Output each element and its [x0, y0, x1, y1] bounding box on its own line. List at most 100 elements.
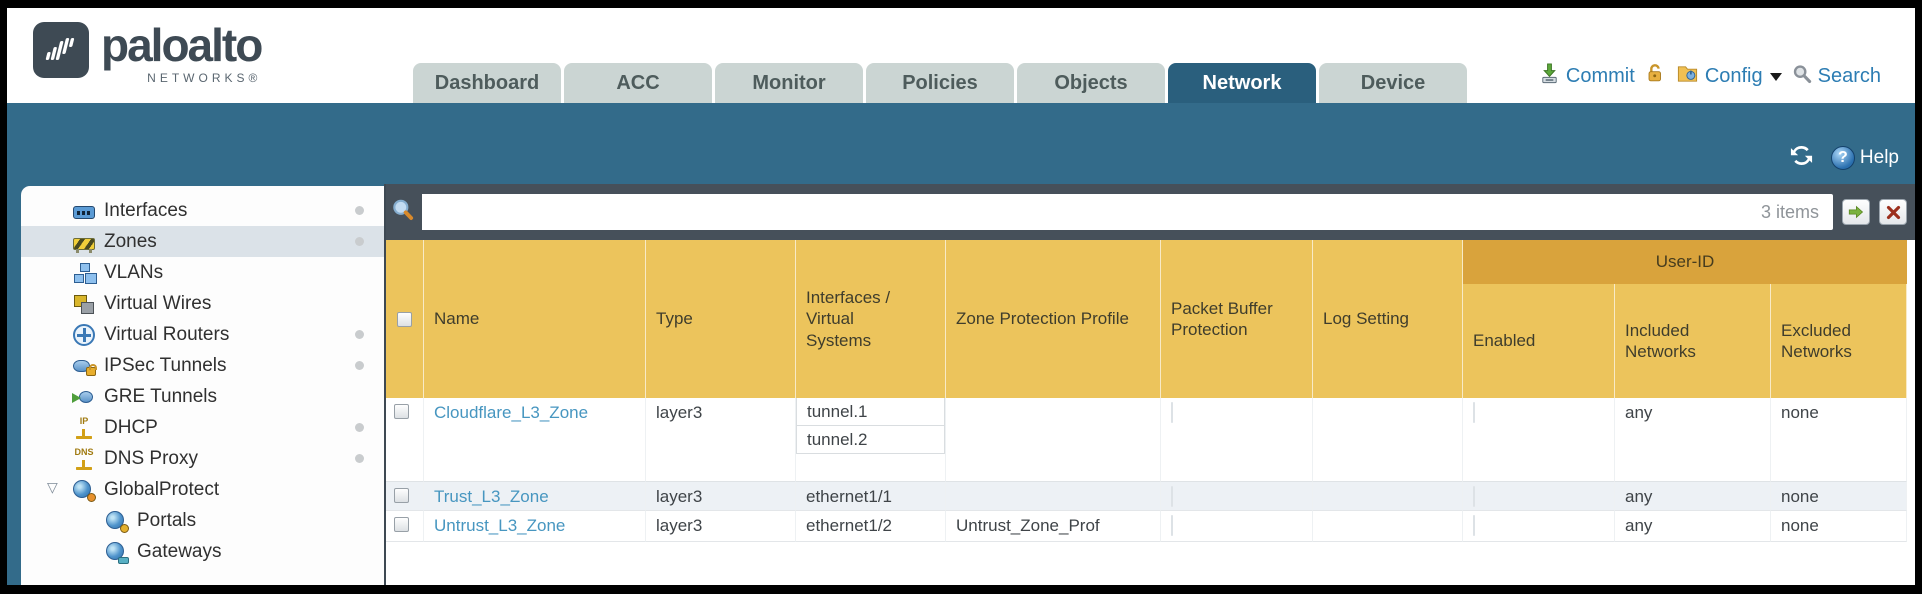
item-dot [355, 361, 364, 370]
search-input-wrap: 3 items [422, 194, 1833, 230]
tab-monitor[interactable]: Monitor [715, 63, 863, 103]
col-packet-buffer-protection[interactable]: Packet Buffer Protection [1161, 240, 1313, 398]
expand-triangle-icon[interactable]: ▽ [47, 479, 58, 495]
brand-networks: NETWORKS® [147, 71, 262, 85]
tab-dashboard[interactable]: Dashboard [413, 63, 561, 103]
zone-name-link[interactable]: Untrust_L3_Zone [434, 516, 566, 535]
col-type[interactable]: Type [646, 240, 796, 398]
zone-name-link[interactable]: Trust_L3_Zone [434, 487, 549, 506]
sidebar-item-virtual-routers[interactable]: Virtual Routers [21, 319, 384, 350]
dns-proxy-icon: DNS [73, 447, 95, 470]
zone-name-link[interactable]: Cloudflare_L3_Zone [434, 403, 589, 422]
sidebar-item-dns-proxy[interactable]: DNS DNS Proxy [21, 443, 384, 474]
sidebar-item-globalprotect[interactable]: ▽ GlobalProtect [47, 478, 220, 502]
user-id-group-header: User-ID [1463, 240, 1907, 284]
help-button[interactable]: ? Help [1830, 146, 1899, 170]
virtual-routers-icon [73, 323, 95, 346]
config-button[interactable]: Config [1675, 62, 1782, 91]
included-networks-cell: any [1615, 511, 1771, 542]
col-log-setting[interactable]: Log Setting [1313, 240, 1463, 398]
item-dot [355, 454, 364, 463]
table-row: Untrust_L3_Zone layer3 ethernet1/2 Untru… [386, 511, 1907, 542]
log-setting-cell [1313, 482, 1463, 511]
filter-toolbar: 3 items [386, 184, 1915, 240]
sidebar-item-interfaces[interactable]: Interfaces [21, 195, 384, 226]
tab-network[interactable]: Network [1168, 63, 1316, 103]
main-tabs: Dashboard ACC Monitor Policies Objects N… [413, 63, 1467, 103]
sidebar-item-ipsec-tunnels[interactable]: IPSec Tunnels [21, 350, 384, 381]
col-included-networks[interactable]: Included Networks [1615, 284, 1771, 398]
excluded-networks-cell: none [1771, 511, 1907, 542]
packet-buffer-cell [1161, 511, 1313, 542]
zone-protection-cell [946, 398, 1161, 482]
row-checkbox[interactable] [394, 404, 409, 419]
sidebar-item-zones[interactable]: Zones [21, 226, 384, 257]
packet-buffer-checkbox[interactable] [1171, 402, 1173, 423]
refresh-button[interactable] [1788, 142, 1815, 174]
sidebar-item-virtual-wires[interactable]: Virtual Wires [21, 288, 384, 319]
row-checkbox[interactable] [394, 488, 409, 503]
excluded-networks-cell: none [1771, 482, 1907, 511]
close-icon [1886, 205, 1900, 219]
clear-filter-button[interactable] [1879, 199, 1907, 225]
tab-policies[interactable]: Policies [866, 63, 1014, 103]
top-header: paloalto NETWORKS® Dashboard ACC Monitor… [7, 8, 1915, 103]
ipsec-tunnels-icon [73, 355, 97, 377]
vlans-icon [73, 262, 95, 284]
col-interfaces[interactable]: Interfaces / Virtual Systems [796, 240, 946, 398]
interface-cell: tunnel.2 [796, 426, 945, 454]
help-label: Help [1859, 147, 1899, 168]
brand-name: paloalto [101, 19, 263, 71]
tab-objects[interactable]: Objects [1017, 63, 1165, 103]
zone-interfaces-cell: ethernet1/1 [796, 482, 946, 511]
sidebar-item-gateways[interactable]: Gateways [21, 536, 384, 567]
help-icon: ? [1830, 146, 1855, 170]
table-row: Trust_L3_Zone layer3 ethernet1/1 any non… [386, 482, 1907, 511]
main-panel: 3 items Name Type Interfaces / Virtual S… [384, 184, 1915, 585]
teal-band: ? Help [7, 103, 1915, 184]
item-dot [355, 237, 364, 246]
col-zone-protection-profile[interactable]: Zone Protection Profile [946, 240, 1161, 398]
zone-type-cell: layer3 [646, 398, 796, 482]
sidebar-item-gre-tunnels[interactable]: GRE Tunnels [21, 381, 384, 412]
sidebar: Interfaces Zones VLANs Virtual Wires Vir… [21, 186, 384, 585]
config-icon [1675, 62, 1700, 91]
packet-buffer-checkbox[interactable] [1171, 515, 1173, 536]
config-lock-icon[interactable] [1644, 62, 1666, 91]
included-networks-cell: any [1615, 398, 1771, 482]
log-setting-cell [1313, 511, 1463, 542]
arrow-right-icon [1848, 205, 1864, 219]
select-all-checkbox[interactable] [397, 311, 412, 327]
sidebar-item-dhcp[interactable]: IP DHCP [21, 412, 384, 443]
interface-cell: tunnel.1 [796, 398, 945, 426]
enabled-checkbox[interactable] [1473, 486, 1475, 507]
filter-input[interactable] [422, 194, 1761, 230]
tab-acc[interactable]: ACC [564, 63, 712, 103]
col-enabled[interactable]: Enabled [1463, 284, 1615, 398]
enabled-cell [1463, 482, 1615, 511]
zone-interfaces-cell: ethernet1/2 [796, 511, 946, 542]
sidebar-item-vlans[interactable]: VLANs [21, 257, 384, 288]
tab-device[interactable]: Device [1319, 63, 1467, 103]
packet-buffer-cell [1161, 482, 1313, 511]
commit-button[interactable]: Commit [1538, 62, 1635, 91]
enabled-checkbox[interactable] [1473, 515, 1475, 536]
search-icon [1791, 63, 1813, 91]
zones-icon [73, 238, 95, 253]
item-dot [355, 423, 364, 432]
paloalto-logo-icon [33, 22, 89, 78]
packet-buffer-checkbox[interactable] [1171, 486, 1173, 507]
app-window: paloalto NETWORKS® Dashboard ACC Monitor… [7, 8, 1915, 585]
sidebar-item-portals[interactable]: Portals [21, 505, 384, 536]
col-excluded-networks[interactable]: Excluded Networks [1771, 284, 1907, 398]
interfaces-icon [73, 206, 95, 219]
search-button[interactable]: Search [1791, 63, 1881, 91]
commit-icon [1538, 62, 1561, 91]
content-area: Interfaces Zones VLANs Virtual Wires Vir… [7, 184, 1915, 585]
col-name[interactable]: Name [424, 240, 646, 398]
brand-logo: paloalto NETWORKS® [33, 19, 263, 85]
row-checkbox[interactable] [394, 517, 409, 532]
apply-filter-button[interactable] [1842, 199, 1870, 225]
enabled-checkbox[interactable] [1473, 402, 1475, 423]
packet-buffer-cell [1161, 398, 1313, 482]
